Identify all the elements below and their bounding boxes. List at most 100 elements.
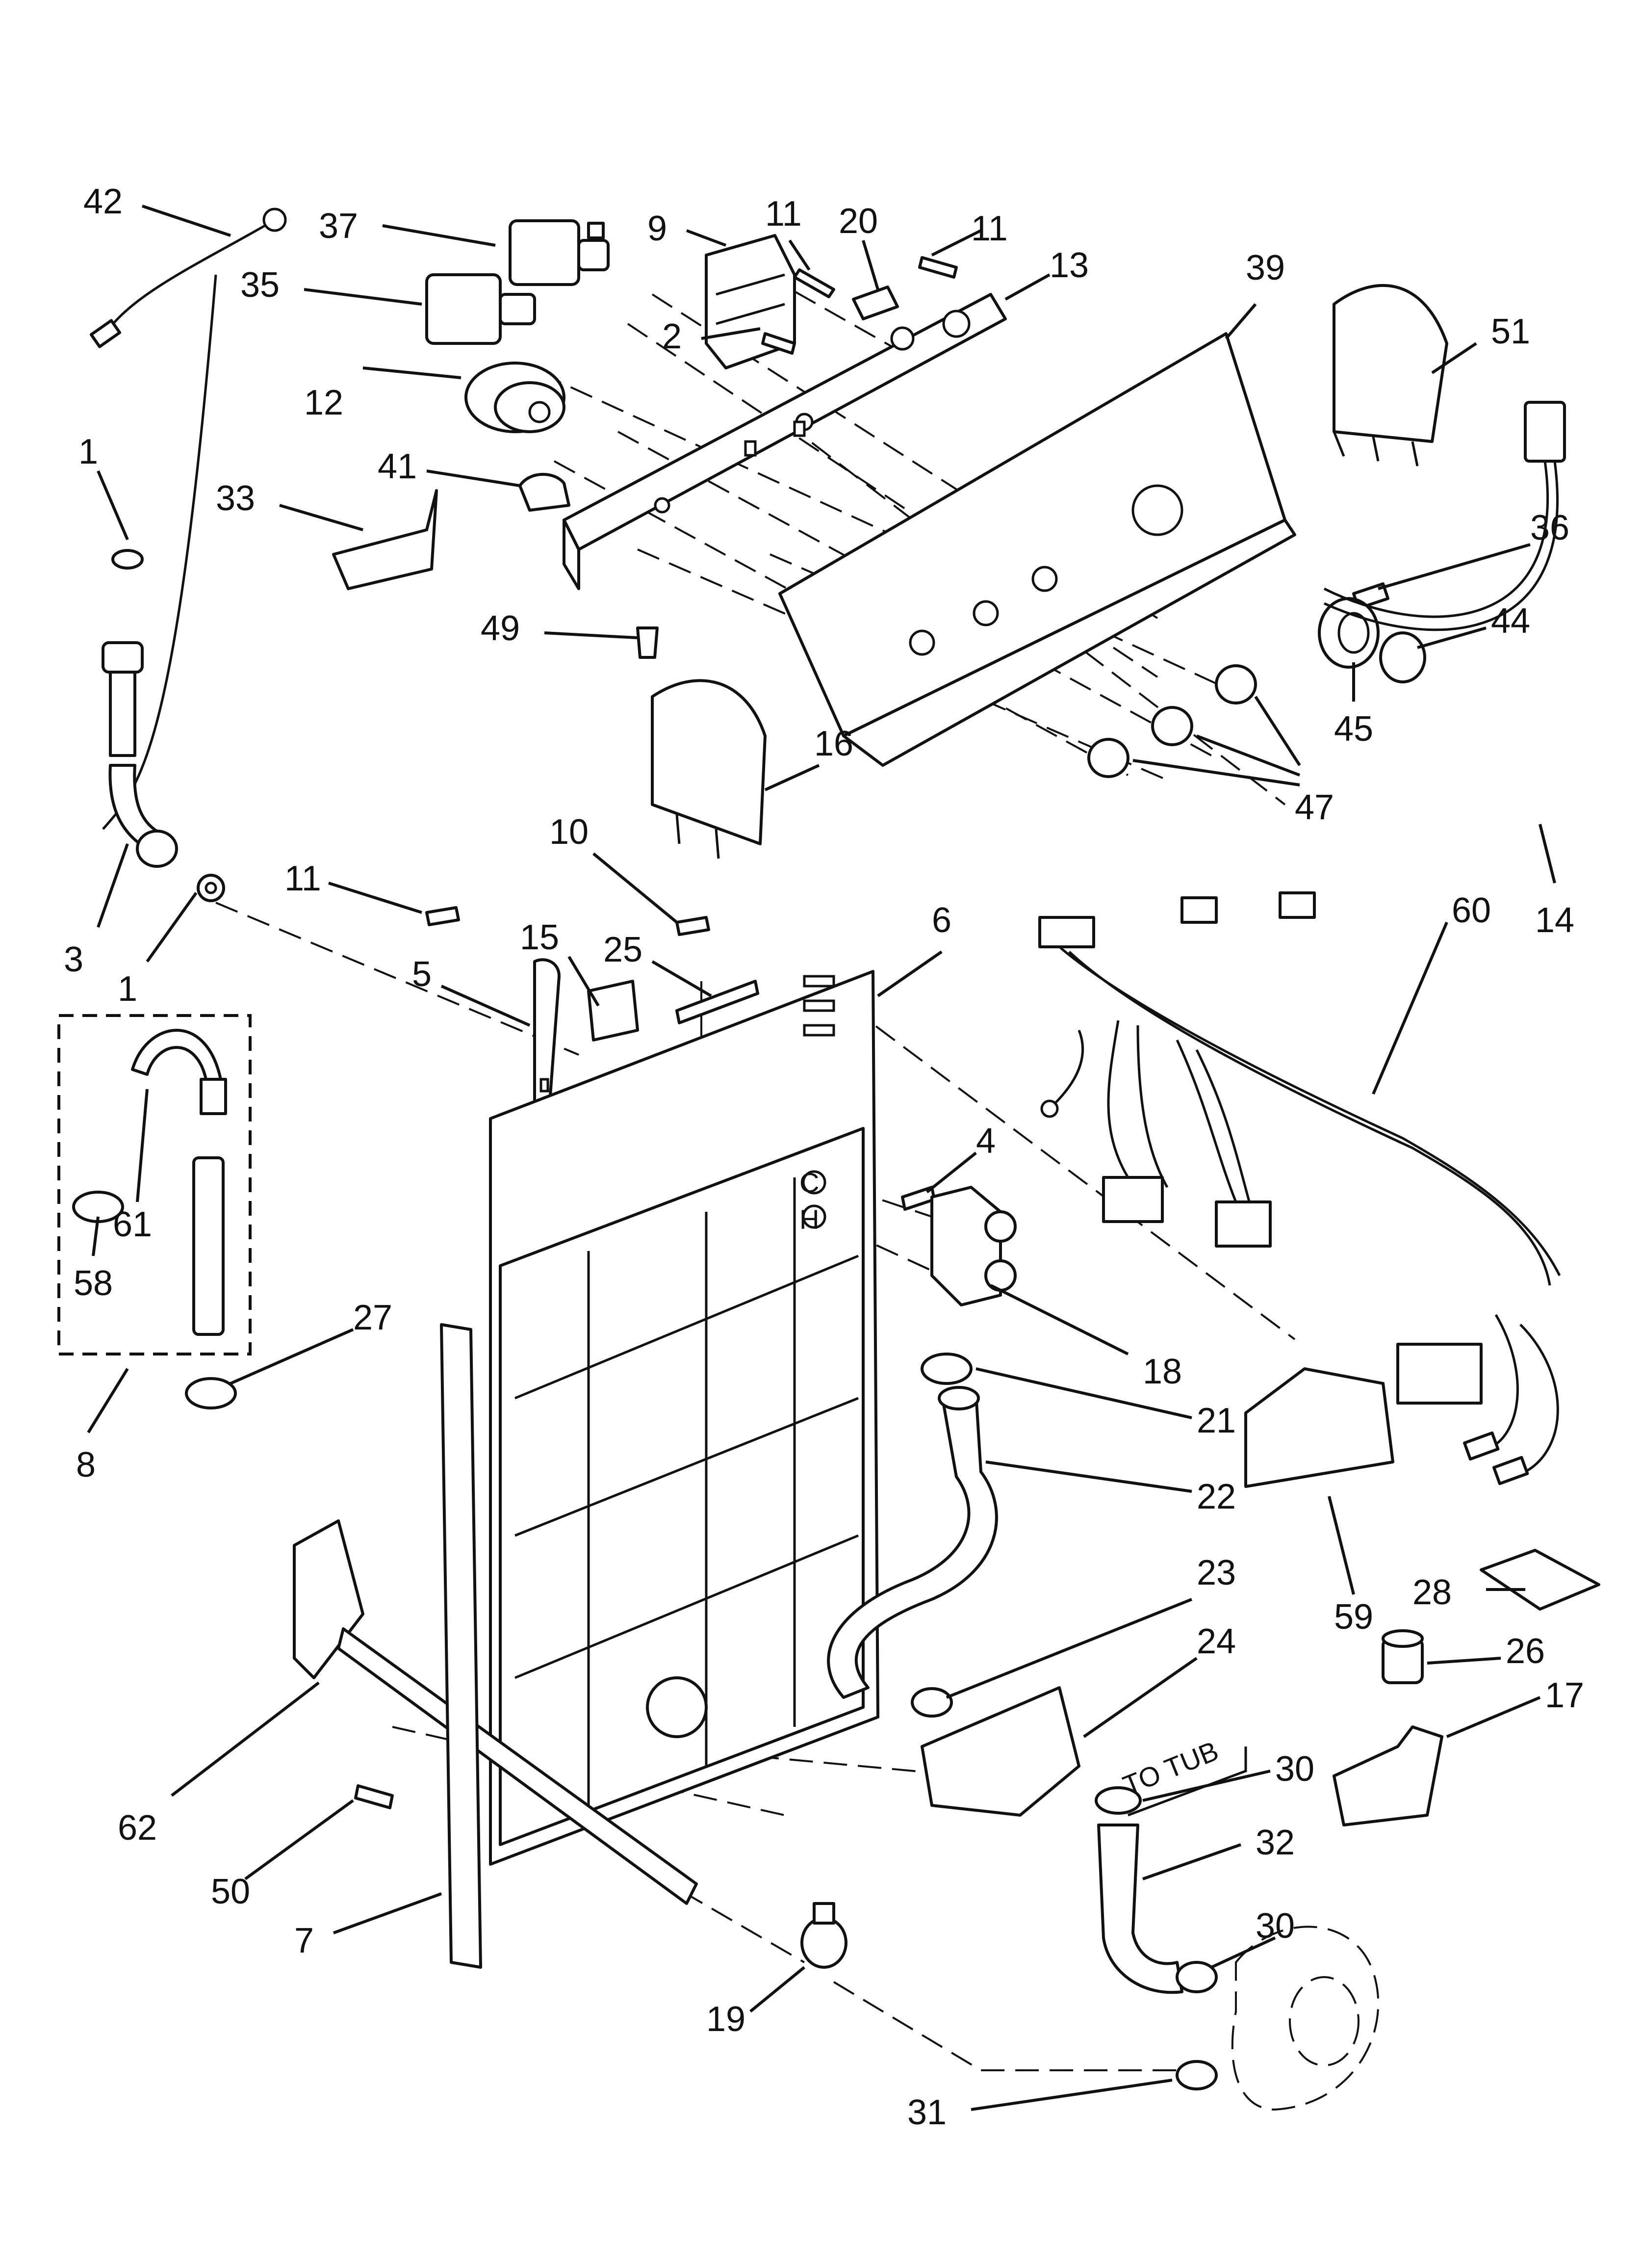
part-19-clamp [800,1902,847,1969]
part-59-shield [1244,1367,1394,1488]
part-pump-outline [1231,1926,1380,2111]
callout-14: 14 [1535,901,1574,940]
part-25-strip [675,980,759,1024]
part-41-knob [518,472,570,512]
callout-37: 37 [319,207,358,246]
part-12-timer-motor [464,362,565,433]
callout-3: 3 [64,940,83,979]
part-30-clamp-top [1095,1786,1142,1815]
part-17-bracket [1333,1725,1443,1826]
callout-4: 4 [976,1121,996,1161]
callout-2: 2 [662,317,682,356]
part-22-hose [827,1386,998,1699]
callout-33: 33 [216,479,255,518]
callout-11-mid: 11 [284,859,321,898]
to-tub-text: TO TUB [1119,1735,1223,1801]
part-5-lever [533,958,561,1110]
part-60-wire-harness [1038,891,1561,1486]
callout-18: 18 [1143,1352,1182,1391]
part-42-wire-lead [89,208,287,830]
part-11-screw-mid [425,906,460,926]
callout-15: 15 [520,918,559,957]
part-7-rail [440,1323,482,1969]
part-62-pump-shield [293,1519,698,1905]
callout-21: 21 [1197,1401,1236,1440]
part-26-capacitor [1382,1629,1424,1684]
part-11-screw-top [761,256,958,355]
part-8-kit [57,1014,252,1356]
part-27-clamp [185,1377,237,1409]
callout-23: 23 [1197,1553,1236,1592]
part-21-clamp [921,1353,973,1385]
callout-47: 47 [1295,788,1334,827]
callout-19: 19 [706,2000,745,2039]
part-14-power-cord [1323,401,1566,631]
part-1-washer [111,549,225,902]
part-13-console-bracket [563,293,1007,590]
hot-mark: H [799,1204,819,1235]
callout-20: 20 [839,202,878,241]
callout-1-top: 1 [78,432,98,471]
callout-27: 27 [353,1298,392,1337]
callout-6: 6 [932,901,951,940]
callout-39: 39 [1246,248,1285,287]
callout-11-top-right: 11 [971,209,1008,248]
part-10-screw [675,916,710,936]
part-47-knobs [1087,664,1257,778]
callouts: 42 37 9 11 20 11 13 39 35 51 2 12 1 41 3… [64,182,1584,2132]
part-50-screw [354,1784,394,1809]
callout-10: 10 [549,812,589,852]
callout-32: 32 [1256,1823,1295,1862]
callout-13: 13 [1050,246,1089,285]
callout-41: 41 [378,447,417,486]
part-30-clamp-bottom [1176,1961,1218,1993]
callout-8: 8 [76,1445,96,1485]
callout-22: 22 [1197,1477,1236,1516]
callout-45: 45 [1334,709,1373,749]
part-3-hose [102,641,178,868]
callout-35: 35 [240,265,280,305]
part-45-bezel [1318,597,1380,669]
part-16-end-cap [651,679,767,859]
callout-50: 50 [211,1872,250,1911]
part-23-clamp [911,1687,953,1718]
part-37-switch [509,219,610,286]
callout-42: 42 [83,182,123,221]
part-49-screw [636,626,659,659]
callout-28: 28 [1412,1573,1452,1612]
part-51-end-cap [1333,284,1448,467]
callout-24: 24 [1197,1622,1236,1661]
callout-31: 31 [907,2093,947,2132]
part-31-clamp [1176,2060,1218,2090]
part-28-label [1480,1549,1600,1611]
callout-49: 49 [481,609,520,648]
callout-30-bottom: 30 [1256,1906,1295,1946]
callout-7: 7 [294,1921,314,1960]
callout-61: 61 [113,1205,152,1244]
callout-11-top-left: 11 [765,194,802,234]
callout-62: 62 [118,1808,157,1848]
callout-30-top: 30 [1275,1749,1314,1789]
callout-5: 5 [412,955,432,994]
callout-12: 12 [304,383,343,422]
part-33-bracket [332,489,438,590]
callout-16: 16 [814,724,853,763]
part-18-water-valve [930,1186,1017,1306]
part-6-rear-panel [489,970,879,1866]
part-15-clip [587,980,639,1042]
part-32-drain-hose [1097,1824,1183,1994]
cold-mark: C [799,1167,819,1198]
callout-60: 60 [1452,891,1491,930]
callout-58: 58 [74,1264,113,1303]
leader-lines [87,205,1556,2111]
callout-36: 36 [1530,508,1569,547]
callout-25: 25 [603,930,642,969]
callout-17: 17 [1545,1676,1584,1715]
callout-26: 26 [1506,1632,1545,1671]
callout-44: 44 [1491,601,1530,641]
part-39-console-panel [778,332,1296,767]
part-35-switch [425,273,536,345]
part-44-knob [1379,631,1426,683]
part-20-clip [852,286,899,320]
